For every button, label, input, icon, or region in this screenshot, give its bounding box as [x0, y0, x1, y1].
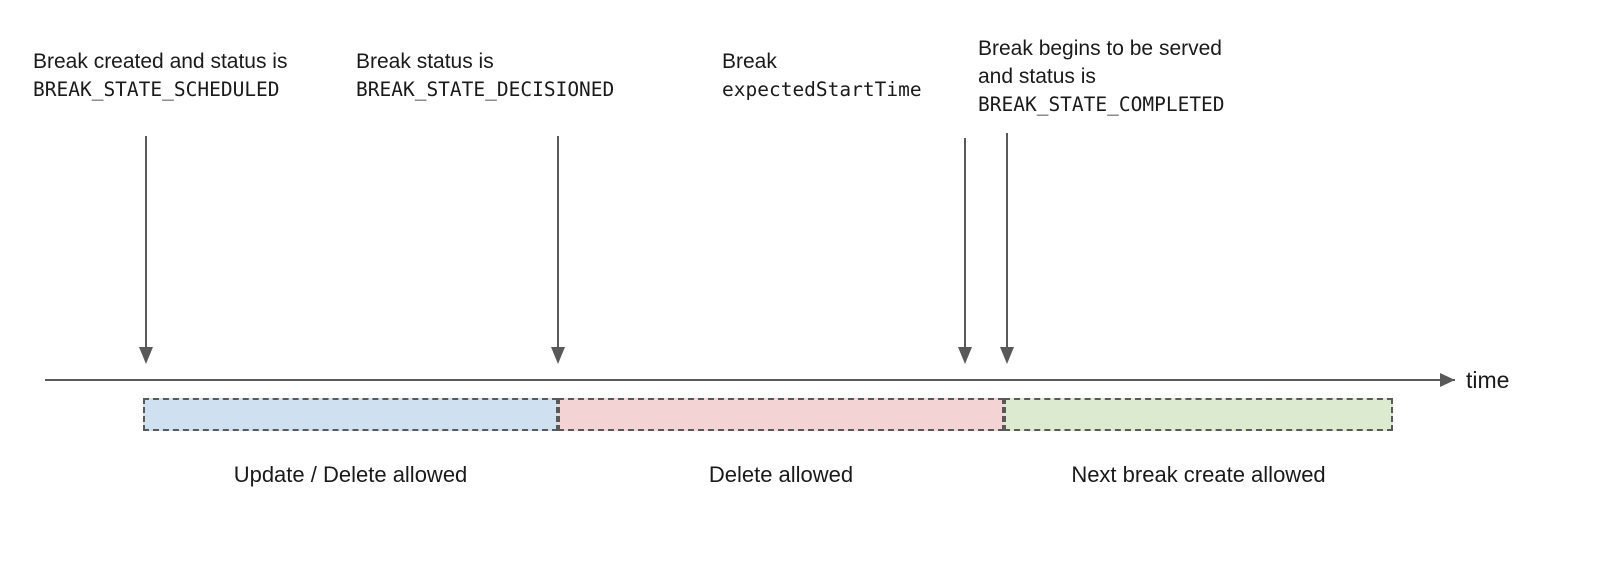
marker-arrow-head — [1000, 347, 1014, 364]
marker-arrow-decisioned — [549, 136, 567, 364]
marker-arrow-shaft — [964, 138, 966, 347]
marker-arrow-completed — [998, 133, 1016, 364]
marker-arrow-expected-start-time — [956, 138, 974, 364]
annotation-break-scheduled: Break created and status is BREAK_STATE_… — [33, 48, 287, 104]
time-axis-line — [45, 379, 1455, 381]
time-axis-arrow-icon — [1440, 372, 1455, 387]
marker-arrow-head — [958, 347, 972, 364]
phase-bar-update-delete — [143, 398, 558, 431]
annotation-line: Break — [722, 50, 777, 73]
marker-arrow-shaft — [1006, 133, 1008, 347]
annotation-line: Break status is — [356, 50, 494, 73]
annotation-line: BREAK_STATE_SCHEDULED — [33, 78, 280, 101]
phase-bar-delete-only — [558, 398, 1004, 431]
phase-bar-next-break-create — [1004, 398, 1393, 431]
annotation-line: and status is — [978, 65, 1096, 88]
marker-arrow-head — [551, 347, 565, 364]
annotation-break-decisioned: Break status is BREAK_STATE_DECISIONED — [356, 48, 614, 104]
annotation-break-completed: Break begins to be served and status is … — [978, 35, 1225, 119]
annotation-line: BREAK_STATE_DECISIONED — [356, 78, 615, 101]
time-axis-label: time — [1466, 367, 1510, 393]
annotation-expected-start-time: Break expectedStartTime — [722, 48, 922, 104]
marker-arrow-scheduled — [137, 136, 155, 364]
annotation-line: BREAK_STATE_COMPLETED — [978, 93, 1225, 116]
marker-arrow-shaft — [557, 136, 559, 347]
phase-caption-delete-only: Delete allowed — [708, 462, 854, 487]
marker-arrow-shaft — [145, 136, 147, 347]
marker-arrow-head — [139, 347, 153, 364]
phase-caption-update-delete: Update / Delete allowed — [233, 462, 468, 487]
phase-caption-next-break-create: Next break create allowed — [1071, 462, 1326, 487]
annotation-line: Break created and status is — [33, 50, 288, 73]
annotation-line: expectedStartTime — [722, 78, 922, 101]
annotation-line: Break begins to be served — [978, 37, 1222, 60]
